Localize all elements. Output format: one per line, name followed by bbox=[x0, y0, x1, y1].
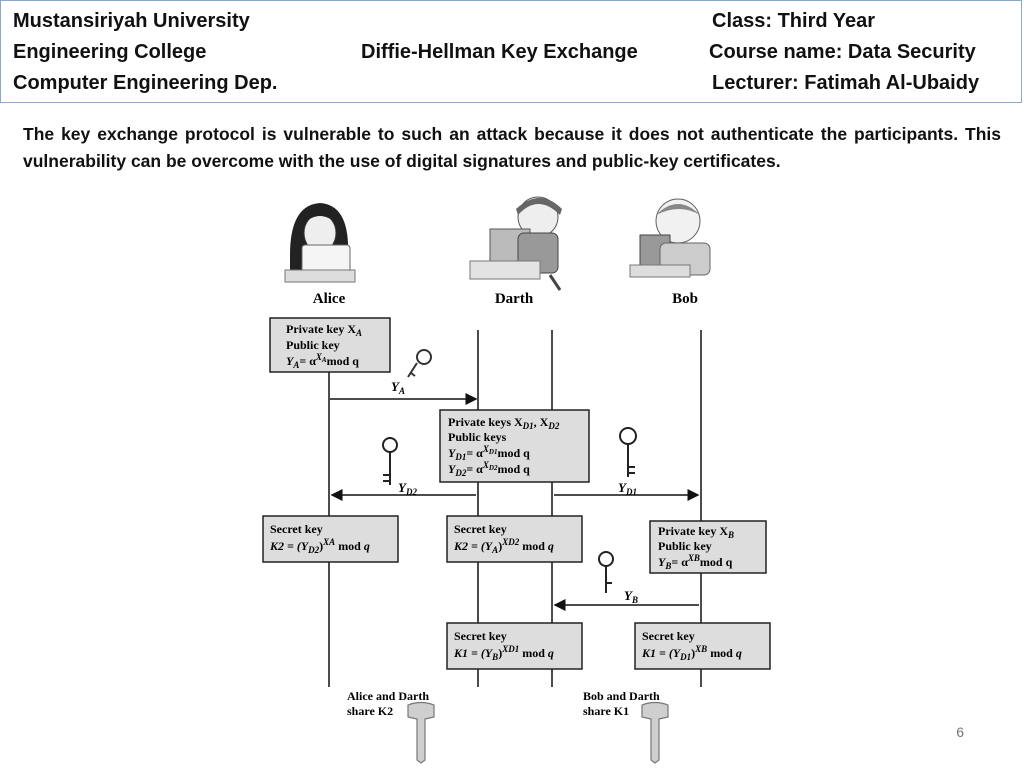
key-icon bbox=[382, 437, 398, 485]
svg-text:Secret key: Secret key bbox=[454, 629, 507, 643]
arrow-yd1-label: YD1 bbox=[618, 480, 637, 497]
body-paragraph: The key exchange protocol is vulnerable … bbox=[23, 124, 1001, 171]
svg-text:K1 = (YD1)XB mod q: K1 = (YD1)XB mod q bbox=[641, 644, 742, 662]
participant-darth: Darth bbox=[495, 291, 534, 307]
share-right-line1: Bob and Darth bbox=[583, 689, 660, 703]
key-icon bbox=[407, 701, 435, 764]
svg-text:YD1= αXD1mod q: YD1= αXD1mod q bbox=[448, 444, 530, 462]
svg-text:Secret key: Secret key bbox=[270, 522, 323, 536]
key-icon bbox=[641, 701, 669, 764]
share-left-line1: Alice and Darth bbox=[347, 689, 429, 703]
participant-alice: Alice bbox=[313, 291, 346, 307]
svg-text:Secret key: Secret key bbox=[454, 522, 507, 536]
alice-secret-box: Secret key K2 = (YD2)XA mod q bbox=[262, 515, 399, 563]
arrow-yd2-label: YD2 bbox=[398, 480, 417, 497]
participant-bob: Bob bbox=[672, 291, 698, 307]
svg-text:Public keys: Public keys bbox=[448, 430, 507, 444]
darth-figure bbox=[469, 196, 562, 291]
svg-text:YA= αXAmod q: YA= αXAmod q bbox=[286, 352, 359, 370]
share-left-line2: share K2 bbox=[347, 704, 393, 718]
key-icon bbox=[598, 551, 614, 593]
bob-key-box: Private key XB Public key YB= αXBmod q bbox=[649, 520, 767, 574]
svg-text:YD2= αXD2mod q: YD2= αXD2mod q bbox=[448, 460, 530, 478]
mitm-diagram: Alice Darth Bob Private key XA Public ke… bbox=[262, 196, 771, 764]
bob-secret-box: Secret key K1 = (YD1)XB mod q bbox=[634, 622, 771, 670]
darth-secret-k2-box: Secret key K2 = (YA)XD2 mod q bbox=[446, 515, 583, 563]
svg-text:Private keys XD1, XD2: Private keys XD1, XD2 bbox=[448, 415, 560, 431]
alice-key-box: Private key XA Public key YA= αXAmod q bbox=[269, 317, 391, 373]
svg-text:Private key XB: Private key XB bbox=[658, 524, 734, 540]
arrow-ya-label: YA bbox=[391, 379, 405, 396]
key-icon bbox=[619, 427, 637, 477]
college-name: Engineering College bbox=[13, 41, 207, 63]
alice-figure bbox=[284, 203, 356, 283]
svg-text:Public key: Public key bbox=[286, 338, 340, 352]
svg-text:K2 = (YA)XD2 mod q: K2 = (YA)XD2 mod q bbox=[453, 537, 554, 555]
svg-text:Private key XA: Private key XA bbox=[286, 322, 362, 338]
class-label: Class: Third Year bbox=[712, 10, 876, 32]
share-right-line2: share K1 bbox=[583, 704, 629, 718]
svg-text:K1 = (YB)XD1 mod q: K1 = (YB)XD1 mod q bbox=[453, 644, 554, 662]
arrow-yb-label: YB bbox=[624, 588, 638, 605]
university-name: Mustansiriyah University bbox=[13, 10, 250, 32]
darth-key-box: Private keys XD1, XD2 Public keys YD1= α… bbox=[439, 409, 590, 483]
slide-topic: Diffie-Hellman Key Exchange bbox=[361, 41, 638, 63]
slide-header: Mustansiriyah University Engineering Col… bbox=[0, 0, 1022, 103]
svg-text:K2 = (YD2)XA mod q: K2 = (YD2)XA mod q bbox=[269, 537, 370, 555]
bob-figure bbox=[629, 198, 711, 278]
page-number: 6 bbox=[956, 724, 964, 740]
department-name: Computer Engineering Dep. bbox=[13, 72, 278, 94]
course-label: Course name: Data Security bbox=[709, 41, 976, 63]
svg-text:Public key: Public key bbox=[658, 539, 712, 553]
svg-text:Secret key: Secret key bbox=[642, 629, 695, 643]
key-icon bbox=[407, 349, 432, 378]
lecturer-label: Lecturer: Fatimah Al-Ubaidy bbox=[712, 72, 980, 94]
darth-secret-k1-box: Secret key K1 = (YB)XD1 mod q bbox=[446, 622, 583, 670]
svg-text:YB= αXBmod q: YB= αXBmod q bbox=[658, 553, 733, 571]
